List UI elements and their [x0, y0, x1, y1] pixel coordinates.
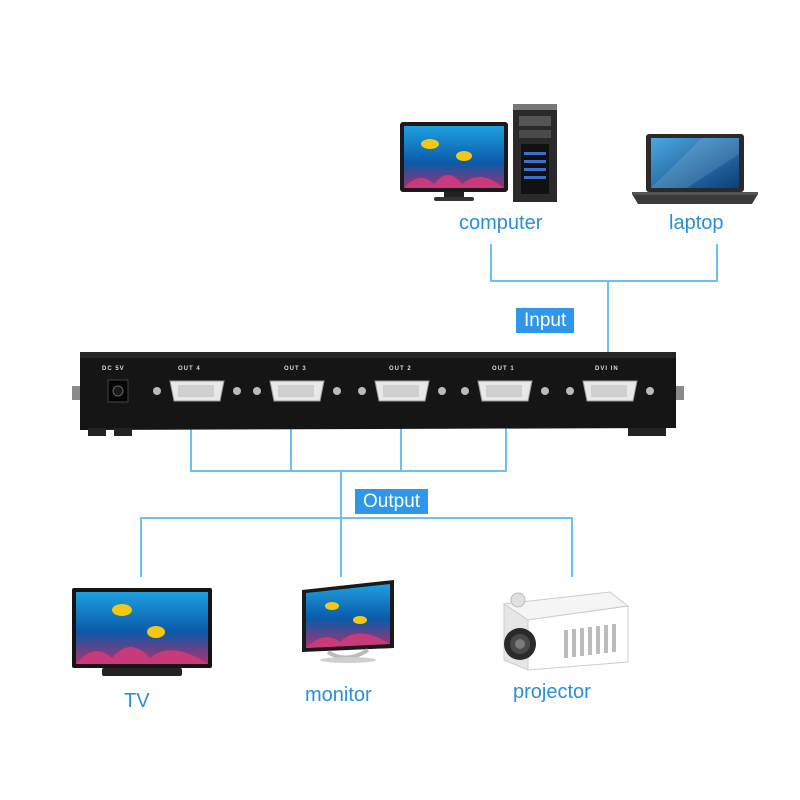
port-out-2-label: OUT 2	[389, 366, 412, 372]
wire-out1-down	[505, 418, 507, 471]
port-out-4-label: OUT 4	[178, 366, 201, 372]
dvi-splitter: DC 5V OUT 4 OUT 3 OUT 2 OUT 1	[72, 350, 684, 436]
output-tag: Output	[355, 489, 429, 514]
computer-label: computer	[459, 212, 543, 234]
wire-out2-down	[400, 418, 402, 471]
power-port-label: DC 5V	[102, 366, 125, 372]
wire-out4-down	[190, 418, 192, 471]
monitor-label: monitor	[305, 684, 372, 706]
wire-output-trunk	[340, 470, 342, 518]
projector-label: projector	[513, 681, 591, 703]
wire-computer-down	[490, 244, 492, 281]
wire-output-collector	[190, 470, 507, 472]
wire-to-tv	[140, 517, 142, 577]
port-out-1-label: OUT 1	[492, 366, 515, 372]
port-out-1: OUT 1	[460, 364, 550, 410]
port-out-4: OUT 4	[152, 364, 242, 410]
dvi-connector-icon	[153, 380, 241, 402]
computer-icon	[400, 104, 557, 202]
tv-label: TV	[124, 690, 150, 712]
projector-device	[498, 590, 632, 672]
wire-laptop-down	[716, 244, 718, 281]
laptop-icon	[632, 134, 758, 204]
port-out-3: OUT 3	[252, 364, 342, 410]
port-out-3-label: OUT 3	[284, 366, 307, 372]
port-out-2: OUT 2	[357, 364, 447, 410]
wire-to-projector	[571, 517, 573, 577]
port-dvi-in-label: DVI IN	[595, 366, 619, 372]
wire-output-distributor	[140, 517, 573, 519]
dvi-connector-icon	[461, 380, 549, 402]
monitor-icon	[302, 580, 394, 663]
dvi-connector-icon	[358, 380, 446, 402]
computer-device	[400, 104, 560, 204]
tv-device	[72, 588, 212, 678]
wire-to-monitor	[340, 517, 342, 577]
wire-input-horizontal	[490, 280, 718, 282]
tv-icon	[72, 588, 212, 676]
wire-out3-down	[290, 418, 292, 471]
dvi-connector-icon	[566, 380, 654, 402]
laptop-label: laptop	[669, 212, 724, 234]
projector-icon	[502, 591, 630, 671]
laptop-device	[632, 134, 758, 206]
port-dvi-in: DVI IN	[565, 364, 655, 410]
dvi-connector-icon	[253, 380, 341, 402]
monitor-device	[298, 578, 396, 664]
wire-input-to-splitter	[607, 280, 609, 376]
input-tag: Input	[516, 308, 575, 333]
